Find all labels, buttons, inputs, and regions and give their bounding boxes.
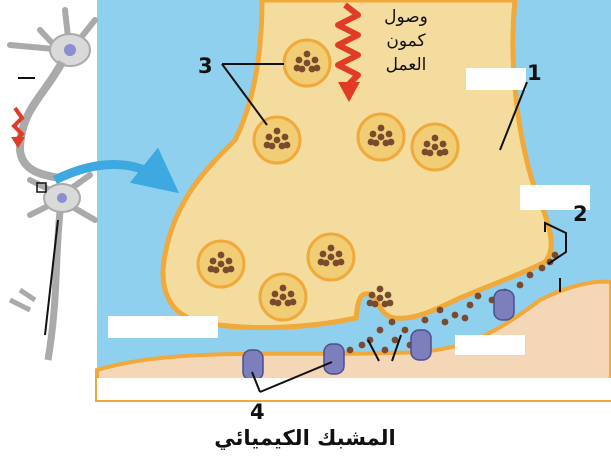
neurotransmitter-dot — [422, 317, 429, 324]
label-receptors: 4 — [250, 402, 265, 423]
neurotransmitter-dot — [274, 137, 281, 144]
neurotransmitter-dot — [270, 299, 277, 306]
neurotransmitter-dot — [467, 302, 474, 309]
neurotransmitter-dot — [424, 141, 431, 148]
neurotransmitter-dot — [392, 337, 399, 344]
neurotransmitter-dot — [228, 266, 235, 273]
neurotransmitter-dot — [475, 293, 482, 300]
neurotransmitter-dot — [378, 134, 385, 141]
action-potential-text: وصول كمون العمل — [366, 5, 446, 77]
neurotransmitter-dot — [432, 135, 439, 142]
neurotransmitter-dot — [304, 51, 311, 58]
neurotransmitter-dot — [314, 65, 321, 72]
neurotransmitter-dot — [294, 65, 301, 72]
neurotransmitter-dot — [527, 272, 534, 279]
neurotransmitter-dot — [218, 261, 225, 268]
neurotransmitter-dot — [539, 265, 546, 272]
neurotransmitter-dot — [377, 327, 384, 334]
neurotransmitter-dot — [389, 319, 396, 326]
neurotransmitter-dot — [282, 134, 289, 141]
neurotransmitter-dot — [280, 285, 287, 292]
neurotransmitter-dot — [280, 294, 287, 301]
neurotransmitter-dot — [328, 245, 335, 252]
neurotransmitter-dot — [377, 295, 384, 302]
label-vesicle: 3 — [198, 56, 213, 77]
neurotransmitter-dot — [368, 139, 375, 146]
neurotransmitter-dot — [312, 57, 319, 64]
neurotransmitter-dot — [462, 315, 469, 322]
neurotransmitter-dot — [318, 259, 325, 266]
neurotransmitter-dot — [440, 141, 447, 148]
neurotransmitter-dot — [378, 125, 385, 132]
action-potential-line-1: وصول — [366, 5, 446, 29]
neurotransmitter-dot — [422, 149, 429, 156]
neurotransmitter-dot — [370, 131, 377, 138]
neurotransmitter-dot — [290, 299, 297, 306]
neurotransmitter-dot — [367, 300, 374, 307]
neurotransmitter-dot — [347, 347, 354, 354]
neurotransmitter-dot — [304, 60, 311, 67]
neurotransmitter-dot — [388, 139, 395, 146]
neurotransmitter-dot — [208, 266, 215, 273]
neurotransmitter-dot — [452, 312, 459, 319]
neurotransmitter-dot — [387, 300, 394, 307]
neurotransmitter-dot — [264, 142, 271, 149]
neurotransmitter-dot — [369, 292, 376, 299]
neurotransmitter-dot — [336, 251, 343, 258]
neurotransmitter-dot — [210, 258, 217, 265]
neurotransmitter-dot — [382, 347, 389, 354]
neurotransmitter-dot — [274, 128, 281, 135]
neurotransmitter-dot — [442, 149, 449, 156]
neurotransmitter-dot — [359, 342, 366, 349]
neurotransmitter-dot — [284, 142, 291, 149]
action-potential-line-3: العمل — [366, 53, 446, 77]
neurotransmitter-dot — [385, 292, 392, 299]
label-synaptic-cleft: 2 — [573, 204, 588, 225]
neuron-inset — [10, 10, 95, 360]
neurotransmitter-dot — [437, 307, 444, 314]
neurotransmitter-dot — [296, 57, 303, 64]
neurotransmitter-dot — [432, 144, 439, 151]
neurotransmitter-dot — [328, 254, 335, 261]
neurotransmitter-dot — [442, 319, 449, 326]
neurotransmitter-dot — [338, 259, 345, 266]
neurotransmitter-dot — [402, 327, 409, 334]
neurotransmitter-dot — [288, 291, 295, 298]
neurotransmitter-dot — [517, 282, 524, 289]
neurotransmitter-dot — [377, 286, 384, 293]
neurotransmitter-dot — [320, 251, 327, 258]
action-potential-line-2: كمون — [366, 29, 446, 53]
label-presynaptic-membrane: 1 — [527, 63, 542, 84]
neurotransmitter-dot — [218, 252, 225, 259]
neurotransmitter-dot — [272, 291, 279, 298]
figure-caption: المشبك الكيميائي — [200, 426, 410, 450]
neurotransmitter-dot — [226, 258, 233, 265]
neurotransmitter-dot — [386, 131, 393, 138]
neurotransmitter-dot — [266, 134, 273, 141]
